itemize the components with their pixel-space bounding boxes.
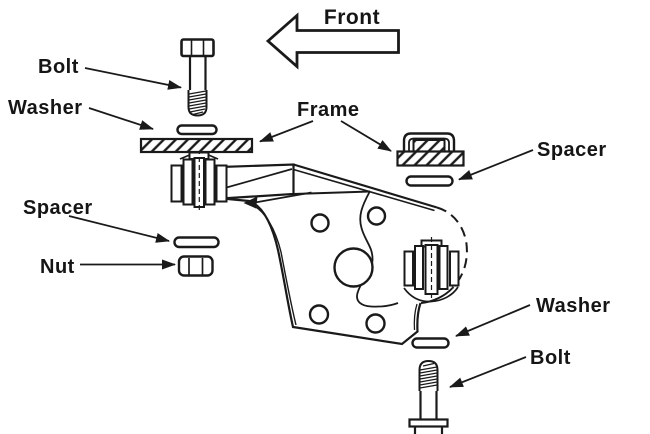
bolt-drawing-top — [180, 38, 215, 117]
leader-arrows — [68, 67, 534, 388]
frame-bar-right-drawing — [396, 132, 465, 167]
leader-spacer-right — [458, 149, 534, 181]
bushing-drawing-right — [403, 237, 460, 298]
washer-drawing-right — [411, 337, 450, 349]
leader-spacer-left — [68, 215, 170, 243]
nut-label: Nut — [40, 256, 75, 278]
leader-bolt-top — [84, 67, 182, 90]
spacer-drawing-right — [405, 175, 454, 187]
front-direction-arrow: Front — [265, 6, 400, 70]
spacer-drawing-left — [173, 236, 220, 249]
washer-top-label: Washer — [8, 97, 83, 119]
bolt-drawing-bottom — [408, 359, 449, 434]
bracket-drawing — [204, 163, 468, 346]
leader-washer-right — [455, 304, 531, 337]
leader-washer-top — [88, 107, 154, 130]
bushing-drawing-left — [170, 149, 228, 210]
washer-drawing-top — [176, 124, 218, 136]
spacer-right-label: Spacer — [537, 139, 607, 161]
nut-drawing — [177, 255, 214, 277]
leader-frame-right — [340, 120, 392, 152]
leader-bolt-bottom — [449, 356, 527, 388]
spacer-left-label: Spacer — [23, 197, 93, 219]
frame-label: Frame — [297, 99, 360, 121]
front-label: Front — [324, 6, 380, 29]
bolt-top-label: Bolt — [38, 56, 79, 78]
bolt-bottom-label: Bolt — [530, 347, 571, 369]
washer-right-label: Washer — [536, 295, 611, 317]
frame-bar-left-drawing — [139, 137, 254, 154]
leader-frame-left — [259, 120, 314, 143]
